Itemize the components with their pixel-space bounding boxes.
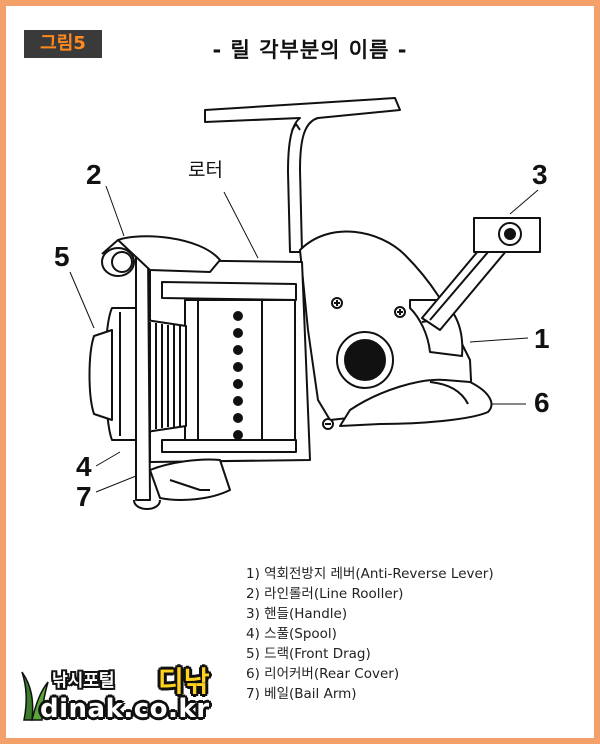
rotor (149, 259, 311, 463)
logo-tagline: 낚시포털 (52, 671, 115, 691)
callout-2: 2 (86, 159, 102, 190)
grass-icon (21, 671, 49, 721)
rotor-label: 로터 (188, 159, 223, 181)
legend-item: 4) 스풀(Spool) (246, 626, 337, 642)
legend-item: 7) 베일(Bail Arm) (246, 686, 357, 702)
site-logo: 낚시포털 디낚 dinak.co.kr (20, 664, 240, 728)
legend-item: 1) 역회전방지 레버(Anti-Reverse Lever) (246, 566, 494, 582)
legend-item: 5) 드랙(Front Drag) (246, 646, 371, 662)
callout-4: 4 (76, 451, 92, 482)
reel-diagram: 2 로터 3 5 1 6 4 7 (54, 97, 550, 512)
rear-cover (339, 378, 493, 427)
logo-url: dinak.co.kr (40, 694, 210, 724)
figure-badge: 그림5 (24, 30, 102, 58)
logo-brand: 디낚 (158, 665, 210, 698)
callout-3: 3 (532, 159, 548, 190)
handle-arm (421, 217, 541, 331)
callout-7: 7 (76, 481, 92, 512)
line-roller (101, 235, 221, 277)
legend-item: 3) 핸들(Handle) (246, 606, 348, 622)
reel-body (299, 230, 473, 430)
callout-1: 1 (534, 323, 550, 354)
leader-lines (69, 185, 539, 493)
legend-item: 2) 라인롤러(Line Rooller) (246, 586, 404, 602)
callout-6: 6 (534, 387, 550, 418)
reel-foot (204, 97, 401, 253)
parts-legend: 1) 역회전방지 레버(Anti-Reverse Lever) 2) 라인롤러(… (246, 564, 494, 704)
legend-item: 6) 리어커버(Rear Cover) (246, 666, 400, 682)
diagram-title: - 릴 각부분의 이름 - (212, 38, 408, 62)
callout-5: 5 (54, 241, 70, 272)
